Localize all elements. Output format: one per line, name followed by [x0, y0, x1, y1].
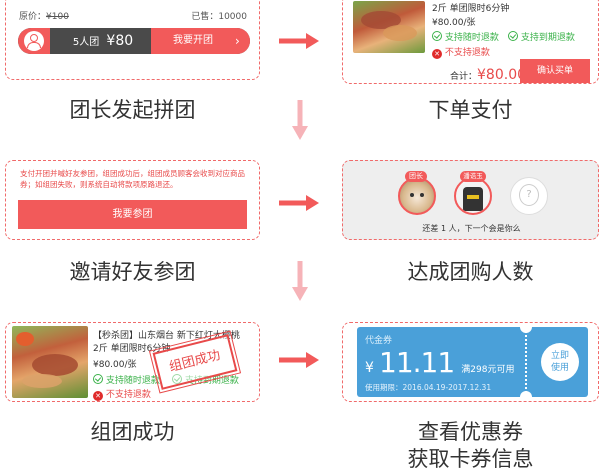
join-group-button[interactable]: 我要参团: [18, 200, 247, 229]
use-now-button[interactable]: 立即 使用: [541, 343, 579, 381]
food-image: [12, 326, 88, 398]
refund-expire-label: 支持到期退款: [520, 33, 575, 43]
step5-card: 【秒杀团】山东烟台 新下红灯大樱桃 2斤 单团限时6分钟 ¥80.00/张 支持…: [5, 322, 260, 402]
group-bar: 5人团 ¥80 我要开团 ›: [18, 28, 250, 54]
arrow-down-icon: [292, 261, 308, 301]
leader-avatar: [398, 177, 436, 215]
question-icon: ?: [519, 184, 539, 206]
refund-expire-tag: 支持到期退款: [508, 30, 575, 43]
total-label: 合计：: [450, 72, 478, 82]
close-icon: ✕: [93, 391, 103, 401]
coupon-currency: ¥: [365, 360, 374, 376]
open-group-button[interactable]: 我要开团 ›: [151, 28, 250, 54]
food-image: [353, 1, 425, 53]
original-price-label: 原价：: [19, 12, 47, 22]
no-refund-label: 不支持退款: [105, 390, 151, 400]
coupon-type: 代金券: [365, 336, 393, 346]
leader-tag: 团长: [405, 171, 427, 182]
chevron-right-icon: ›: [235, 34, 240, 48]
step1-card: 原价：¥100 已售：10000 5人团 ¥80 我要开团 ›: [5, 0, 260, 80]
refund-any-label: 支持随时退款: [444, 33, 499, 43]
group-status-text: 还差 1 人，下一个会是你么: [422, 224, 521, 233]
confirm-buy-button[interactable]: 确认买单: [520, 59, 590, 83]
check-icon: [508, 31, 518, 41]
step1-caption: 团长发起拼团: [69, 98, 196, 122]
coupon-validity: 使用期限：2016.04.19-2017.12.31: [365, 383, 492, 392]
total-row: 合计：¥80.00: [450, 67, 526, 83]
step6-card: 代金券 ¥ 11.11 满298元可用 使用期限：2016.04.19-2017…: [342, 322, 599, 402]
avatar: [18, 28, 50, 54]
original-price-value: ¥100: [46, 12, 69, 22]
invite-description: 支付开团并喊好友参团，组团成功后，组团成员顾客会收到对应商品券；如组团失败，则系…: [20, 169, 245, 189]
refund-any-tag: 支持随时退款: [432, 30, 499, 43]
check-icon: [93, 374, 103, 384]
refund-expire-label: 支持到期退款: [184, 376, 239, 386]
step2-card: 2斤 单团限时6分钟 ¥80.00/张 支持随时退款 支持到期退款 ✕ 不支持退…: [342, 0, 599, 84]
sold-count: 已售：10000: [191, 12, 247, 22]
step3-caption: 邀请好友参团: [69, 260, 196, 284]
check-icon: [432, 31, 442, 41]
no-refund-tag: ✕ 不支持退款: [432, 45, 490, 59]
coupon: 代金券 ¥ 11.11 满298元可用 使用期限：2016.04.19-2017…: [357, 323, 588, 401]
empty-slot-avatar: ?: [510, 177, 548, 215]
original-price-row: 原价：¥100: [19, 9, 69, 22]
product-price: ¥80.00/张: [93, 360, 137, 370]
refund-any-tag: 支持随时退款: [93, 373, 160, 386]
arrow-right-icon: [279, 352, 319, 368]
group-price: ¥80: [106, 33, 134, 49]
group-size: 5人团: [72, 37, 100, 48]
no-refund-tag: ✕ 不支持退款: [93, 387, 151, 401]
step4-card: 团长 潘诰玉 ? 还差 1 人，下一个会是你么: [342, 160, 599, 240]
coupon-perforation: [525, 327, 527, 397]
arrow-right-icon: [279, 33, 319, 49]
arrow-down-icon: [292, 100, 308, 140]
step5-caption: 组团成功: [90, 420, 175, 444]
coupon-amount: 11.11: [379, 346, 455, 379]
refund-any-label: 支持随时退款: [105, 376, 160, 386]
step6-caption: 查看优惠券 获取卡券信息: [407, 420, 534, 471]
no-refund-label: 不支持退款: [444, 48, 490, 58]
step4-caption: 达成团购人数: [407, 260, 534, 284]
member-tag: 潘诰玉: [460, 171, 486, 182]
member-avatar: [454, 177, 492, 215]
step3-card: 支付开团并喊好友参团，组团成功后，组团成员顾客会收到对应商品券；如组团失败，则系…: [5, 160, 260, 240]
product-title: 2斤 单团限时6分钟: [432, 4, 510, 14]
step2-caption: 下单支付: [428, 98, 513, 122]
arrow-right-icon: [279, 195, 319, 211]
product-title: 【秒杀团】山东烟台 新下红灯大樱桃: [93, 331, 240, 341]
total-value: ¥80.00: [477, 67, 527, 83]
coupon-condition: 满298元可用: [461, 365, 515, 375]
close-icon: ✕: [432, 49, 442, 59]
group-info: 5人团 ¥80: [58, 28, 148, 54]
open-group-label: 我要开团: [173, 35, 213, 46]
product-subtitle: 2斤 单团限时6分钟: [93, 344, 171, 354]
coupon-amount-row: ¥ 11.11 满298元可用: [365, 346, 514, 379]
product-price: ¥80.00/张: [432, 18, 476, 28]
